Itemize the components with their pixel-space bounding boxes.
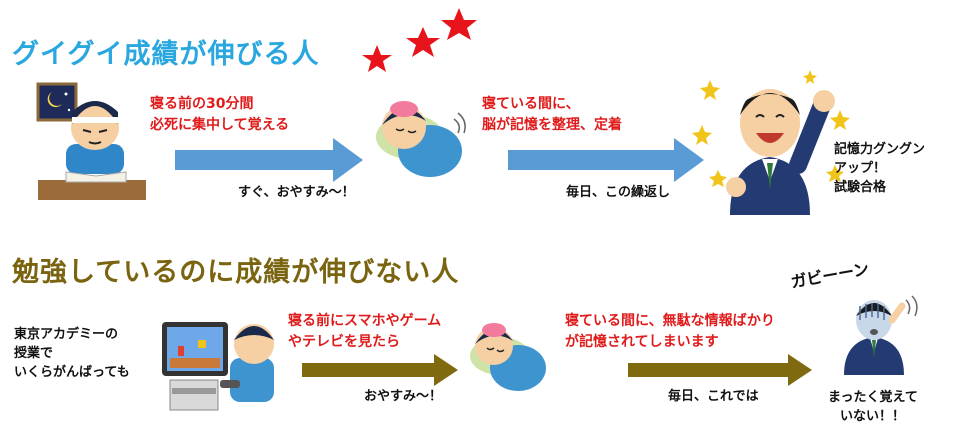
- bad-section-title: 勉強しているのに成績が伸びない人: [12, 257, 460, 288]
- shocked-man-illustration: [844, 295, 918, 375]
- caption-line: 寝ている間に、無駄な情報ばかり: [565, 313, 775, 329]
- intro-line: 東京アカデミーの: [14, 327, 119, 342]
- bad-step2-caption: 寝ている間に、無駄な情報ばかり が記憶されてしまいます: [565, 311, 775, 353]
- bad-arrow2-label: 毎日、これでは: [668, 389, 759, 404]
- stars-decoration: [362, 8, 477, 72]
- caption-line: 脳が記憶を整理、定着: [482, 117, 622, 133]
- bad-arrow1-label: おやすみ～！: [364, 389, 443, 404]
- good-step1-caption: 寝る前の30分間 必死に集中して覚える: [150, 94, 289, 136]
- studying-student-illustration: [36, 82, 146, 200]
- sleeping-child-illustration: [376, 101, 466, 177]
- good-arrow-2: [508, 138, 704, 182]
- good-arrow-1: [175, 138, 363, 182]
- bad-arrow-1: [302, 354, 458, 386]
- gaming-child-illustration: [162, 322, 274, 411]
- good-result-text: 記憶力グングン アップ！ 試験合格: [834, 140, 925, 197]
- caption-line: が記憶されてしまいます: [565, 334, 719, 350]
- result-line: アップ！: [834, 161, 887, 176]
- shock-text: ガビーーン: [789, 259, 871, 292]
- celebrating-man-illustration: [692, 70, 850, 215]
- result-line: 記憶力グングン: [834, 142, 926, 157]
- good-arrow2-label: 毎日、この繰返し: [566, 185, 671, 200]
- intro-line: 授業で: [14, 346, 54, 361]
- bad-result-text: まったく覚えて いない！！: [828, 388, 918, 426]
- caption-line: 寝る前の30分間: [150, 96, 254, 112]
- intro-line: いくらがんばっても: [14, 365, 130, 380]
- caption-line: 寝ている間に、: [482, 96, 580, 112]
- result-line: まったく覚えて: [828, 390, 918, 405]
- caption-line: やテレビを見たら: [288, 334, 400, 350]
- good-section-title: グイグイ成績が伸びる人: [12, 39, 320, 70]
- result-line: 試験合格: [834, 180, 887, 195]
- caption-line: 寝る前にスマホやゲーム: [288, 313, 442, 329]
- bad-intro-text: 東京アカデミーの 授業で いくらがんばっても: [14, 325, 130, 382]
- sleeping-child-illustration-2: [470, 323, 546, 391]
- bad-step1-caption: 寝る前にスマホやゲーム やテレビを見たら: [288, 311, 441, 353]
- bad-arrow-2: [628, 354, 812, 386]
- caption-line: 必死に集中して覚える: [150, 117, 290, 133]
- good-step2-caption: 寝ている間に、 脳が記憶を整理、定着: [482, 94, 622, 136]
- good-arrow1-label: すぐ、おやすみ～！: [238, 185, 355, 200]
- result-line: いない！！: [840, 409, 906, 424]
